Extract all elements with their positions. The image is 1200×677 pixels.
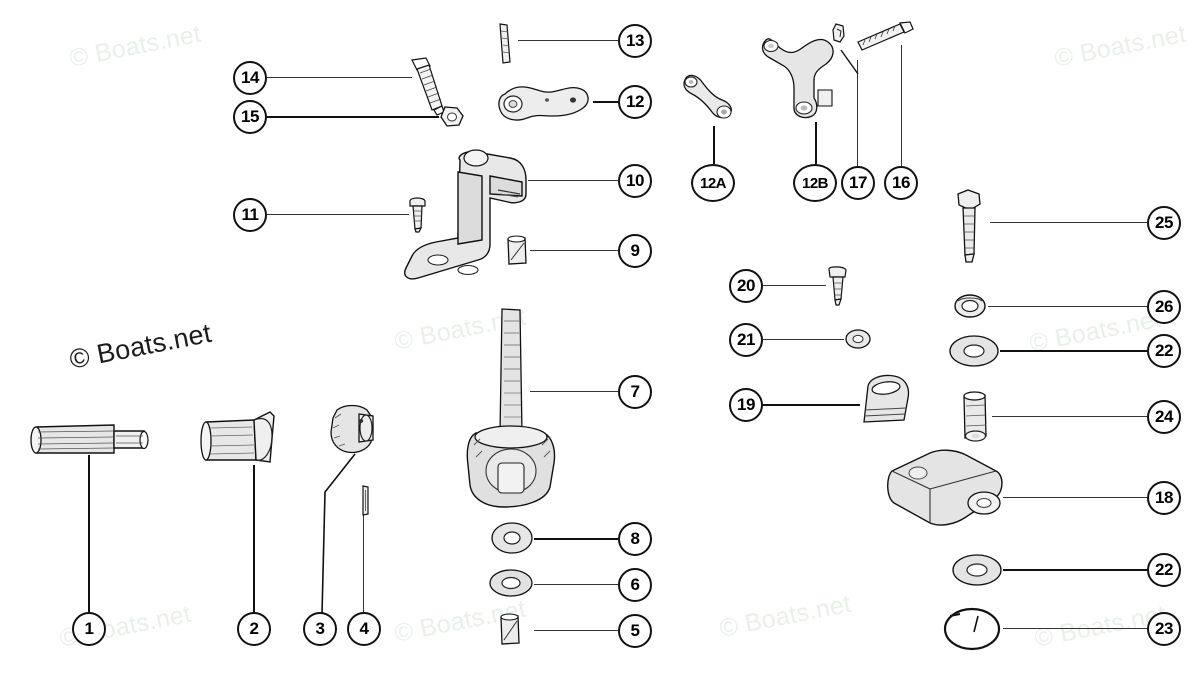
leader-4 — [363, 515, 365, 612]
watermark-2: © Boats.net — [717, 589, 854, 643]
screw-short-part-11 — [409, 197, 426, 233]
callout-12[interactable]: 12 — [618, 85, 652, 119]
retaining-ring-part-23 — [943, 607, 1001, 651]
callout-11[interactable]: 11 — [233, 198, 267, 232]
callout-12a[interactable]: 12A — [691, 164, 735, 202]
lock-washer-part-21 — [845, 329, 871, 349]
callout-7[interactable]: 7 — [618, 375, 652, 409]
shift-shaft-part-7 — [466, 308, 556, 508]
callout-17[interactable]: 17 — [841, 166, 875, 200]
leader-13 — [518, 40, 618, 42]
leader-14 — [267, 77, 412, 79]
leader-15 — [267, 116, 439, 118]
callout-19[interactable]: 19 — [729, 388, 763, 422]
leader-2 — [253, 465, 255, 612]
callout-3[interactable]: 3 — [303, 612, 337, 646]
shift-lever-part-12 — [498, 86, 589, 121]
bolt-hex-long-part-25 — [957, 189, 981, 263]
callout-2[interactable]: 2 — [237, 612, 271, 646]
washer-large-part-22-lower — [952, 554, 1002, 586]
washer-thick-part-8 — [491, 522, 533, 554]
bushing-short-part-9 — [507, 235, 527, 265]
callout-22[interactable]: 22 — [1147, 334, 1181, 368]
shift-lever-part-12a — [683, 74, 732, 119]
callout-9[interactable]: 9 — [618, 234, 652, 268]
roller-pin-part-1 — [30, 424, 149, 454]
leader-17-bend — [840, 49, 859, 75]
nut-hex-part-15 — [440, 106, 464, 127]
leader-3 — [321, 453, 356, 615]
leader-7 — [530, 391, 618, 393]
leader-19 — [763, 404, 860, 406]
washer-large-part-22-upper — [949, 335, 999, 367]
callout-20[interactable]: 20 — [729, 269, 763, 303]
leader-25 — [990, 222, 1147, 224]
callout-18[interactable]: 18 — [1147, 481, 1181, 515]
callout-24[interactable]: 24 — [1147, 400, 1181, 434]
callout-23[interactable]: 23 — [1147, 612, 1181, 646]
gear-cam-part-3 — [330, 404, 374, 454]
callout-5[interactable]: 5 — [618, 614, 652, 648]
bolt-long-part-16 — [857, 21, 914, 51]
callout-1[interactable]: 1 — [72, 612, 106, 646]
bolt-hex-head-part-14 — [411, 57, 445, 116]
leader-12 — [593, 101, 618, 103]
leader-1 — [88, 455, 90, 612]
callout-21[interactable]: 21 — [729, 323, 763, 357]
leader-5 — [534, 630, 618, 632]
callout-8[interactable]: 8 — [618, 522, 652, 556]
bolt-short-part-20 — [828, 266, 847, 306]
leader-18 — [1003, 497, 1147, 499]
spacer-sleeve-part-5 — [500, 613, 520, 645]
swivel-block-part-18 — [887, 449, 1003, 526]
washer-wave-part-26 — [954, 294, 986, 318]
leader-6 — [534, 584, 618, 586]
callout-15[interactable]: 15 — [233, 100, 267, 134]
callout-14[interactable]: 14 — [233, 61, 267, 95]
callout-10[interactable]: 10 — [618, 164, 652, 198]
brand-logo: © Boats.net — [67, 317, 214, 375]
callout-12b[interactable]: 12B — [793, 164, 837, 202]
cap-block-part-19 — [863, 374, 910, 423]
leader-22a — [1000, 350, 1147, 352]
leader-20 — [763, 285, 826, 287]
leader-10 — [528, 180, 618, 182]
leader-21 — [763, 339, 844, 341]
callout-22[interactable]: 22 — [1147, 553, 1181, 587]
watermark-0: © Boats.net — [67, 19, 204, 73]
callout-25[interactable]: 25 — [1147, 206, 1181, 240]
leader-9 — [530, 250, 618, 252]
leader-23 — [1003, 628, 1147, 630]
leader-17 — [857, 60, 859, 166]
mounting-bracket-part-10 — [404, 149, 527, 280]
bushing-flanged-part-2 — [200, 411, 275, 463]
leader-16 — [901, 45, 903, 166]
shift-lever-part-12b — [761, 38, 834, 119]
leader-12b — [815, 122, 817, 164]
watermark-3: © Boats.net — [1052, 19, 1189, 73]
roll-pin-part-13 — [499, 23, 511, 64]
callout-26[interactable]: 26 — [1147, 290, 1181, 324]
leader-11 — [267, 214, 409, 216]
bushing-tall-part-24 — [963, 391, 987, 442]
leader-12a — [713, 126, 715, 164]
callout-13[interactable]: 13 — [618, 24, 652, 58]
washer-flat-part-6 — [489, 569, 533, 597]
leader-22b — [1003, 569, 1147, 571]
callout-6[interactable]: 6 — [618, 568, 652, 602]
callout-16[interactable]: 16 — [884, 166, 918, 200]
callout-4[interactable]: 4 — [347, 612, 381, 646]
leader-8 — [534, 538, 618, 540]
roll-pin-small-part-4 — [362, 485, 369, 516]
leader-26 — [988, 306, 1147, 308]
leader-24 — [992, 416, 1147, 418]
clip-retainer-part-17 — [832, 23, 845, 43]
